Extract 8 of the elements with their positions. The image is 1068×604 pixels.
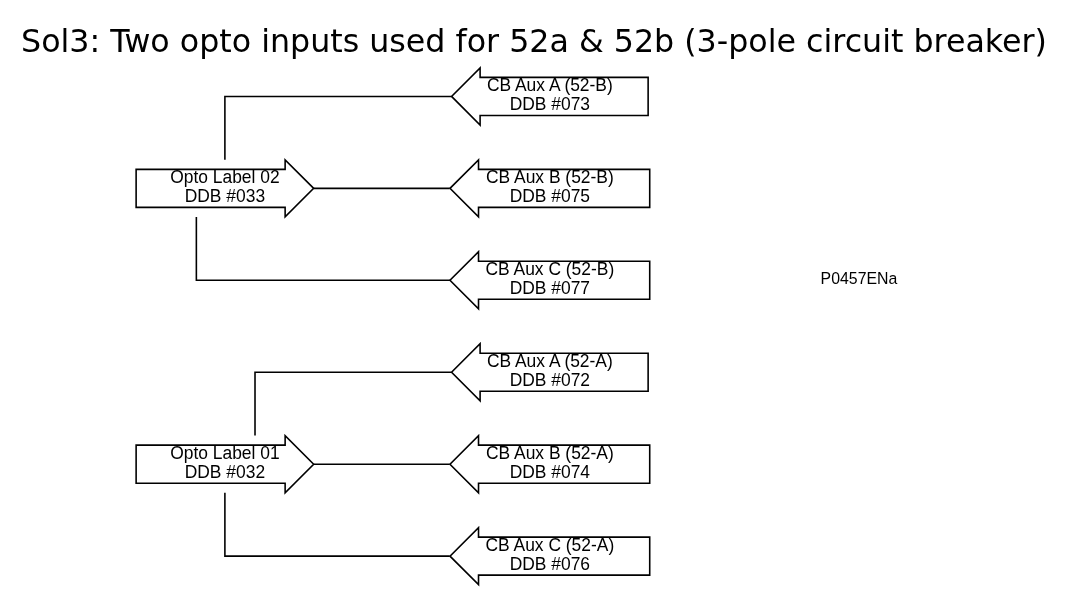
connector bbox=[254, 370, 453, 436]
connector bbox=[224, 491, 451, 557]
connector bbox=[312, 187, 451, 189]
connector bbox=[195, 215, 451, 281]
connector bbox=[312, 462, 451, 465]
label: P0457ENa bbox=[820, 269, 898, 287]
diagram-title: Sol3: Two opto inputs used for 52a & 52b (3-pole circuit breaker) bbox=[21, 22, 1047, 59]
connector bbox=[224, 95, 453, 161]
